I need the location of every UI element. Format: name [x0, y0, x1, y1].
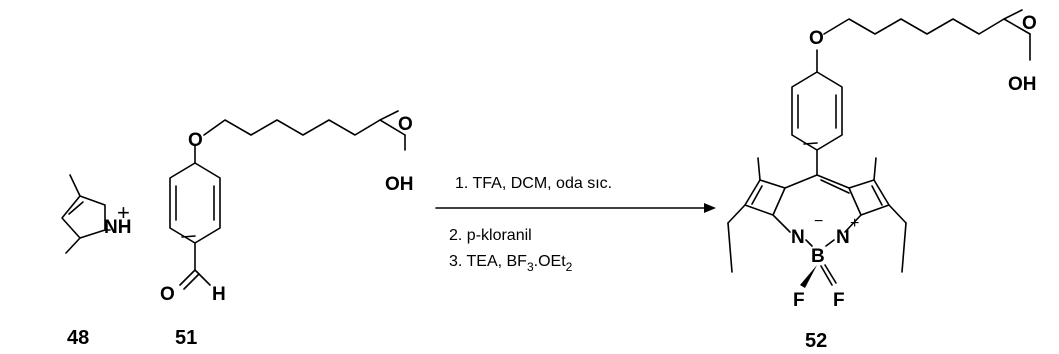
bodipy-right-n-atom: N [836, 227, 850, 248]
bodipy-right-f-atom: F [833, 290, 845, 311]
condition-step-3: 3. TEA, BF3.OEt2 [449, 253, 573, 274]
aldehyde-ether-o-atom: O [188, 130, 203, 151]
compound-52-label: 52 [805, 330, 827, 352]
compound-48-label: 48 [67, 327, 89, 349]
compound-48-structure: NH [61, 174, 131, 254]
aldehyde-o-atom: O [160, 284, 175, 305]
bodipy-oh-atom: OH [1008, 74, 1037, 95]
aldehyde-h-atom: H [212, 284, 226, 305]
condition-step-2: 2. p-kloranil [449, 227, 532, 244]
condition-step-1: 1. TFA, DCM, oda sıc. [455, 175, 612, 192]
bodipy-minus-charge: − [814, 213, 823, 230]
compound-52-structure: O O OH N N B [727, 9, 1037, 311]
bodipy-left-n-atom: N [791, 227, 805, 248]
pyrrole-nh-atom: NH [104, 217, 131, 238]
plus-sign: + [117, 200, 130, 225]
compound-51-label: 51 [175, 327, 197, 349]
aldehyde-oh-atom: OH [385, 174, 414, 195]
compound-51-structure: O O OH O H [160, 110, 414, 305]
bodipy-left-f-atom: F [793, 290, 805, 311]
bodipy-carbonyl-o-atom: O [1022, 13, 1037, 34]
bodipy-b-atom: B [811, 246, 825, 267]
bodipy-plus-charge: + [850, 215, 859, 232]
bodipy-ether-o-atom: O [809, 28, 824, 49]
aldehyde-carbonyl-o-atom: O [398, 114, 413, 135]
reaction-arrow [435, 203, 716, 213]
